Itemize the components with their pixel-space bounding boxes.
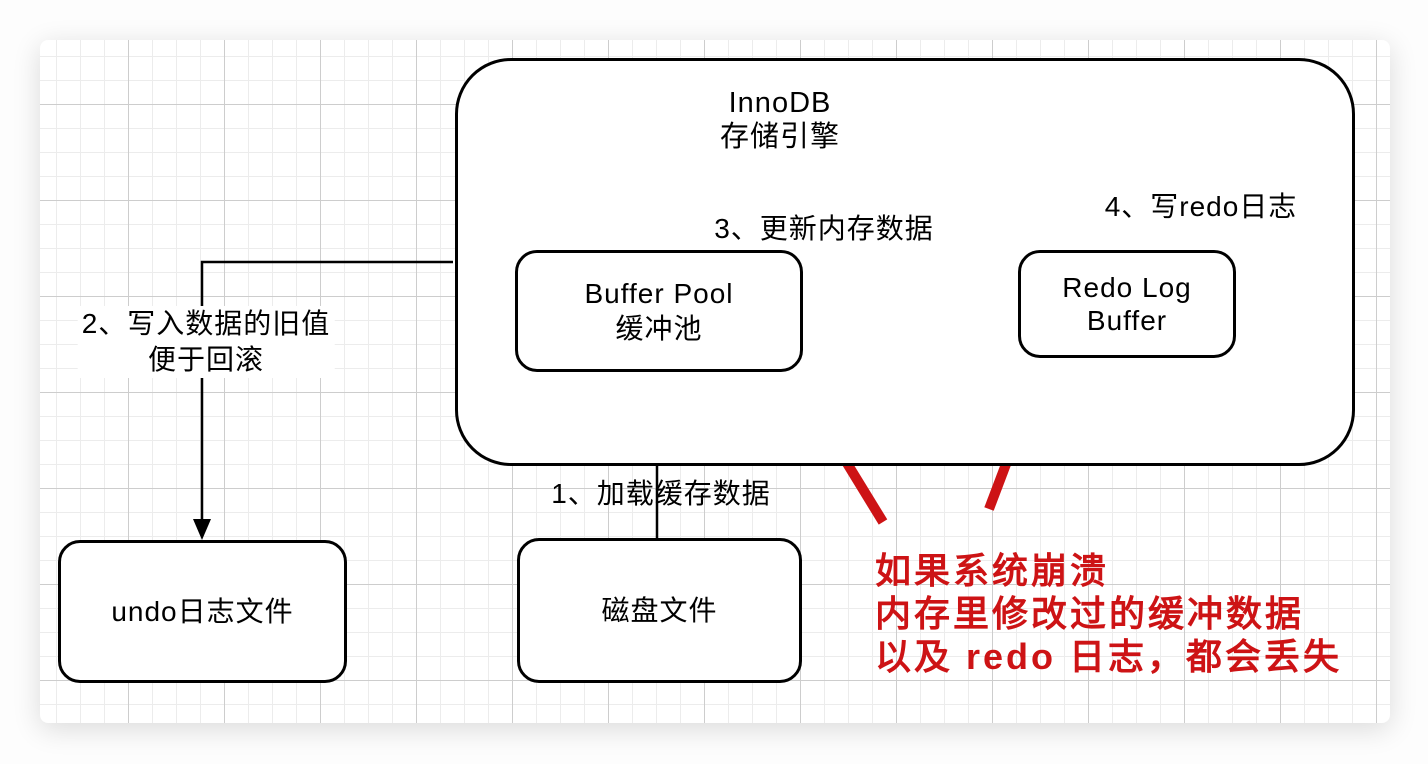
buffer-pool-node[interactable]: Buffer Pool 缓冲池 <box>515 250 803 372</box>
redo-log-buffer-label-line2: Buffer <box>1086 305 1168 336</box>
innodb-title-line1: InnoDB <box>728 87 832 119</box>
undo-log-file-label: undo日志文件 <box>111 596 294 627</box>
innodb-engine-title: InnoDB 存储引擎 <box>655 86 905 154</box>
redo-log-buffer-label-line1: Redo Log <box>1062 272 1192 303</box>
crash-warning-line3: 以及 redo 日志，都会丢失 <box>875 636 1343 677</box>
step2-edge-label-line2: 便于回滚 <box>147 344 265 375</box>
redo-log-buffer-node[interactable]: Redo Log Buffer <box>1018 250 1236 358</box>
buffer-pool-label-line2: 缓冲池 <box>615 313 703 344</box>
disk-file-node[interactable]: 磁盘文件 <box>517 538 802 683</box>
step3-edge-label: 3、更新内存数据 <box>710 211 938 247</box>
crash-warning-line1: 如果系统崩溃 <box>875 550 1110 591</box>
crash-warning-text: 如果系统崩溃 内存里修改过的缓冲数据 以及 redo 日志，都会丢失 <box>875 549 1342 678</box>
step2-edge-label-line1: 2、写入数据的旧值 <box>81 308 331 339</box>
undo-log-file-node[interactable]: undo日志文件 <box>58 540 347 683</box>
step4-edge-label: 4、写redo日志 <box>1100 189 1302 225</box>
innodb-title-line2: 存储引擎 <box>719 121 840 153</box>
crash-warning-line2: 内存里修改过的缓冲数据 <box>875 593 1305 634</box>
buffer-pool-label-line1: Buffer Pool <box>584 278 734 309</box>
step1-edge-label: 1、加载缓存数据 <box>551 478 771 509</box>
step2-edge-label: 2、写入数据的旧值 便于回滚 <box>77 306 335 378</box>
disk-file-label: 磁盘文件 <box>601 595 718 626</box>
